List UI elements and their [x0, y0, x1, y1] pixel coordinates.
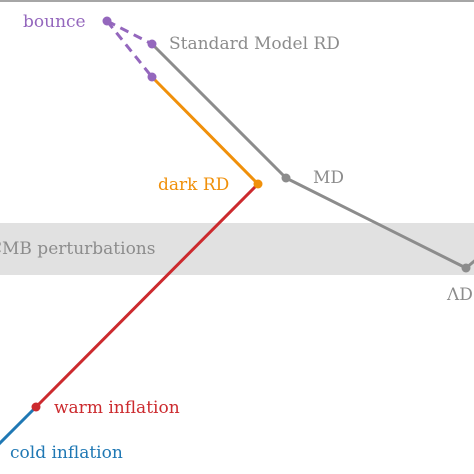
cold-inflation-label: cold inflation: [10, 443, 123, 463]
dark-rd-start-node: [147, 72, 157, 82]
md-label: MD: [313, 168, 344, 188]
dark-rd-line: [150, 75, 260, 186]
cmb-perturbations-label: CMB perturbations: [0, 239, 155, 259]
cold-inflation-line: [0, 405, 38, 446]
bounce-node: [102, 16, 112, 26]
warm-inflation-line: [34, 182, 260, 409]
standard-model-rd-label: Standard Model RD: [169, 34, 340, 54]
md-line: [285, 176, 467, 270]
warm-inflation-node: [31, 402, 41, 412]
bounce-dashed-line-upper: [106, 19, 153, 46]
warm-inflation-label: warm inflation: [54, 398, 180, 418]
dark-rd-node: [253, 179, 263, 189]
lambda-node: [461, 263, 471, 273]
standard-model-rd-line: [150, 42, 288, 180]
bounce-dashed-line-lower: [105, 20, 154, 78]
bounce-label: bounce: [23, 12, 86, 32]
dark-rd-label: dark RD: [158, 175, 229, 195]
lambda-label: ΛD: [446, 285, 473, 305]
standard-model-rd-start-node: [147, 39, 157, 49]
md-node: [281, 173, 291, 183]
